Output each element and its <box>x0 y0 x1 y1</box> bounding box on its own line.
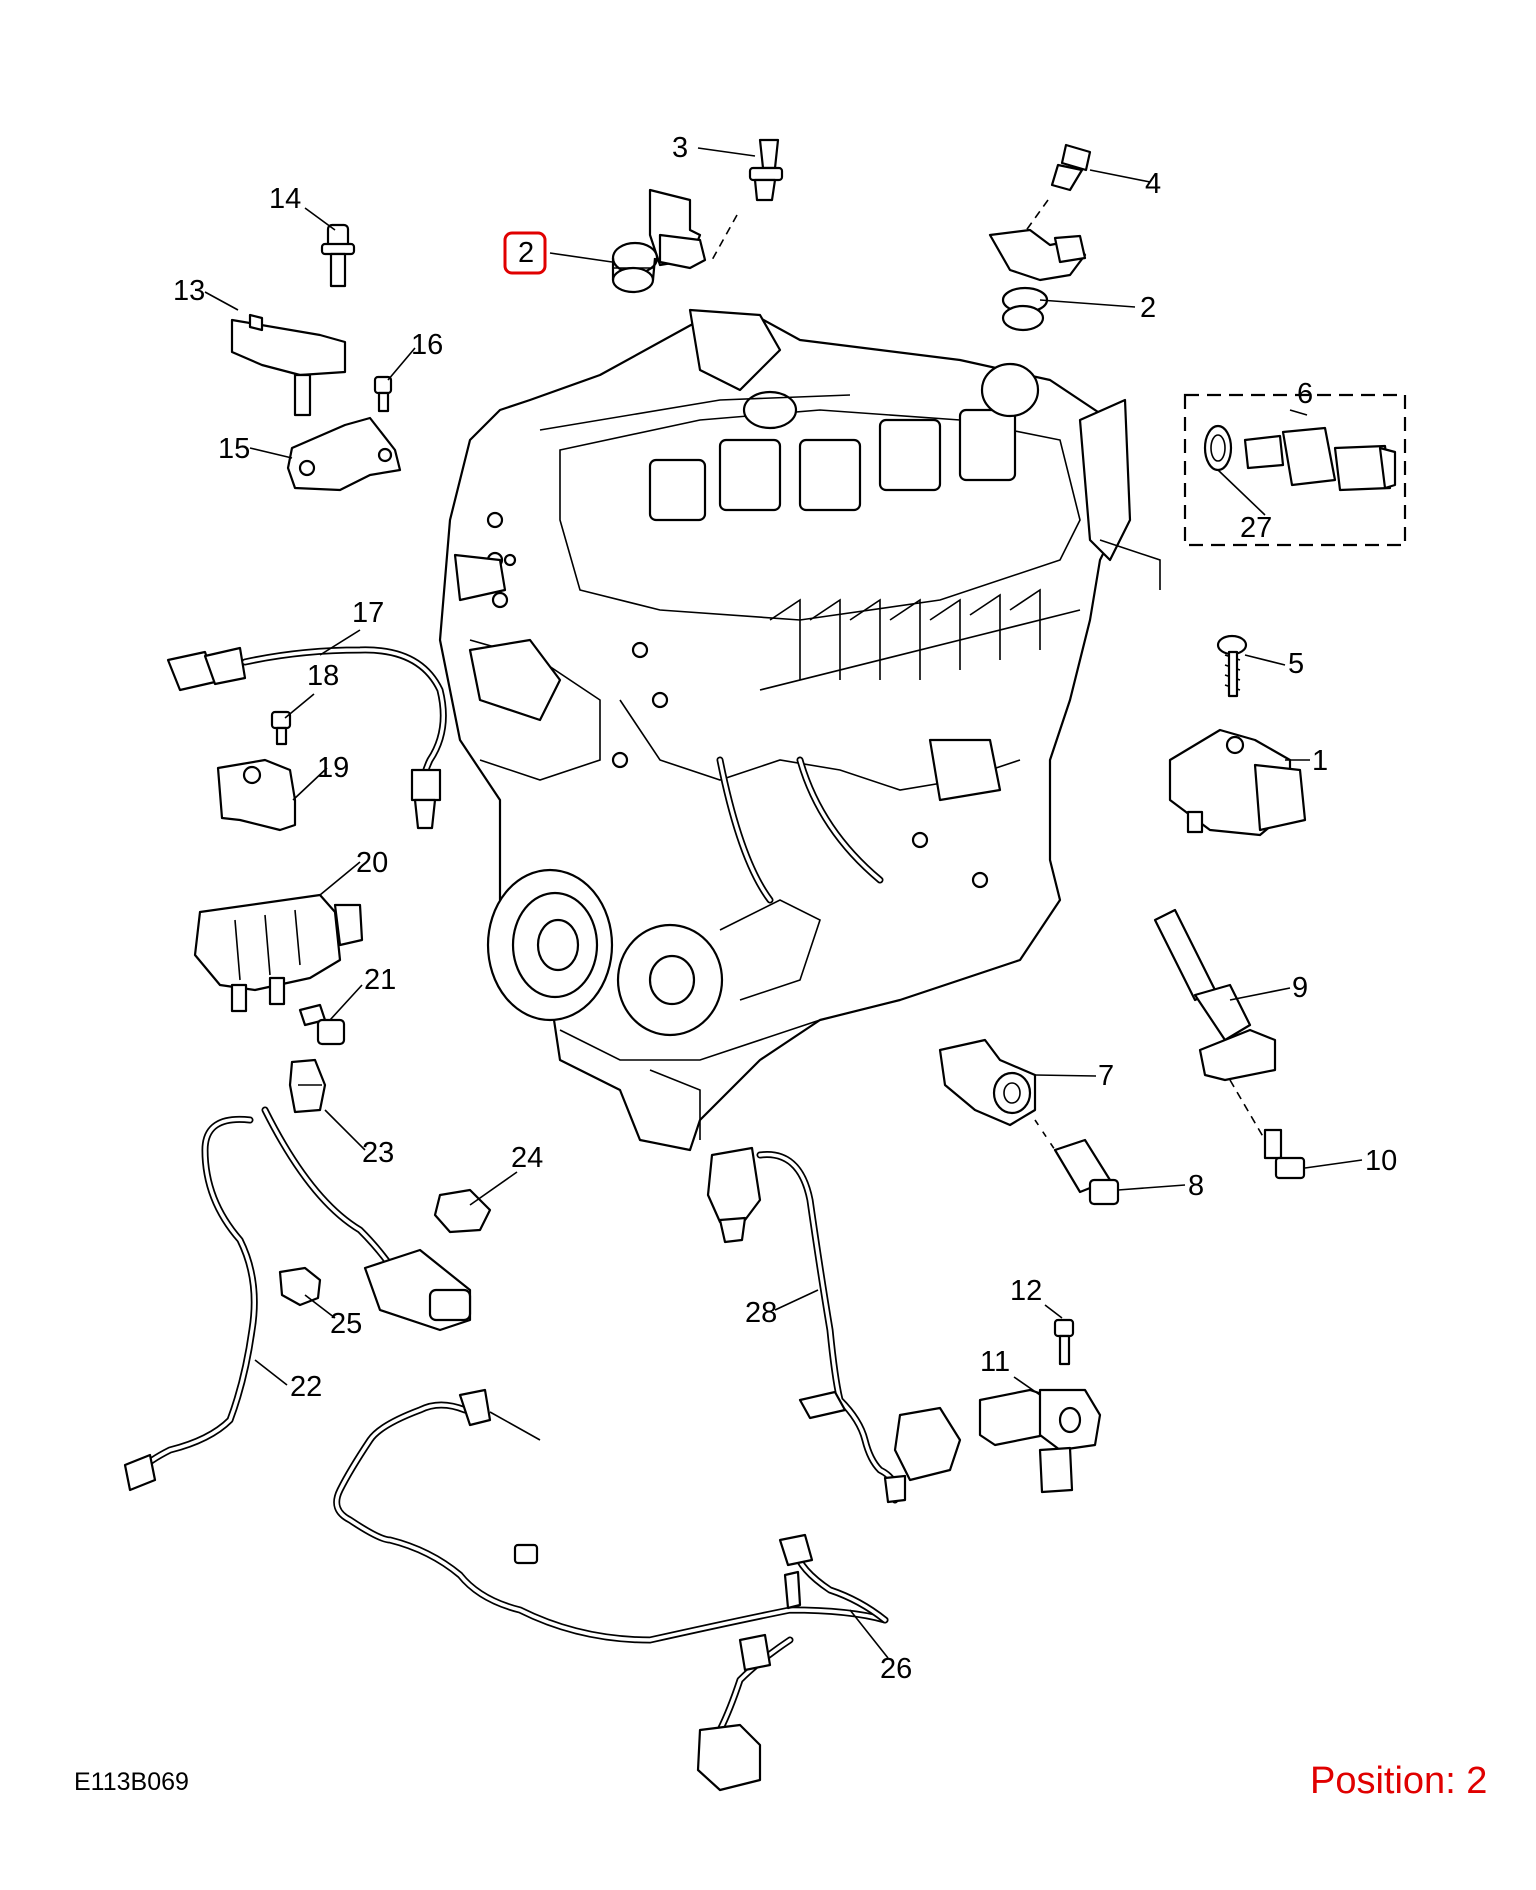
bolt-14 <box>320 223 356 288</box>
callout-15: 15 <box>218 433 250 465</box>
callout-19: 19 <box>317 752 349 784</box>
callout-8: 8 <box>1188 1170 1204 1202</box>
camshaft-position-sensor-2b[interactable] <box>988 228 1087 332</box>
highlight-box <box>503 231 547 275</box>
callout-22: 22 <box>290 1371 322 1403</box>
callout-16: 16 <box>411 329 443 361</box>
callout-3: 3 <box>672 132 688 164</box>
engine-assembly <box>438 308 1161 1152</box>
leader-lines <box>204 147 1363 1659</box>
bolt-10 <box>1263 1128 1306 1180</box>
pressure-sensor-1[interactable] <box>1168 728 1307 837</box>
exhaust-temperature-sensor-26[interactable] <box>333 1388 889 1792</box>
diagram-id-label: E113B069 <box>74 1768 189 1796</box>
position-label: Position: 2 <box>1310 1760 1488 1802</box>
dpf-pressure-sensor-20[interactable] <box>193 893 364 1013</box>
bolt-8 <box>1053 1138 1120 1206</box>
callout-2-right: 2 <box>1140 292 1156 324</box>
callout-27: 27 <box>1240 512 1272 544</box>
callout-9: 9 <box>1292 972 1308 1004</box>
sensor-11[interactable] <box>978 1388 1102 1494</box>
bracket-19 <box>216 758 297 832</box>
callout-5: 5 <box>1288 648 1304 680</box>
bolt-16 <box>373 375 393 413</box>
oxygen-sensor-22[interactable] <box>123 1106 472 1492</box>
bolt-18 <box>270 710 292 746</box>
callout-2-left-highlighted: 2 <box>518 237 534 269</box>
screw-5 <box>1216 634 1248 698</box>
wiring-harness-28[interactable] <box>706 1146 962 1504</box>
callout-13: 13 <box>173 275 205 307</box>
callout-labels: 1 2 2 3 4 5 6 7 8 9 10 11 12 13 14 15 16… <box>173 132 1397 1685</box>
clip-23 <box>288 1058 327 1114</box>
camshaft-position-sensor-2a[interactable] <box>611 188 707 294</box>
callout-21: 21 <box>364 964 396 996</box>
callout-4: 4 <box>1145 168 1161 200</box>
callout-12: 12 <box>1010 1275 1042 1307</box>
bracket-15 <box>286 416 402 492</box>
callout-23: 23 <box>362 1137 394 1169</box>
callout-1: 1 <box>1312 745 1328 777</box>
bolt-4 <box>1024 143 1092 233</box>
callout-6: 6 <box>1297 378 1313 410</box>
oil-pressure-switch-6-group[interactable] <box>1183 393 1407 547</box>
clip-25 <box>278 1266 322 1307</box>
callout-14: 14 <box>269 183 301 215</box>
callout-20: 20 <box>356 847 388 879</box>
callout-26: 26 <box>880 1653 912 1685</box>
callout-24: 24 <box>511 1142 543 1174</box>
oxygen-sensor-17[interactable] <box>166 646 447 830</box>
bolt-21 <box>298 1003 346 1046</box>
callout-10: 10 <box>1365 1145 1397 1177</box>
fuel-pressure-sensor-9[interactable] <box>1153 908 1277 1141</box>
callout-11: 11 <box>980 1346 1010 1378</box>
bolt-3 <box>711 138 784 261</box>
knock-sensor-7[interactable] <box>938 1038 1056 1151</box>
callout-18: 18 <box>307 660 339 692</box>
callout-7: 7 <box>1098 1060 1114 1092</box>
map-sensor-13[interactable] <box>230 313 347 417</box>
screw-12 <box>1053 1318 1075 1366</box>
callout-25: 25 <box>330 1308 362 1340</box>
callout-17: 17 <box>352 597 384 629</box>
callout-28: 28 <box>745 1297 777 1329</box>
